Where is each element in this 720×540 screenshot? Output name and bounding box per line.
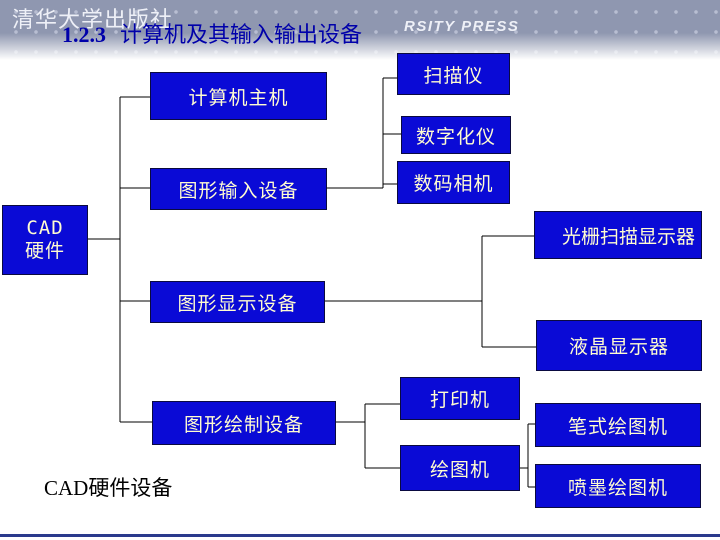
slide-title: 1.2.3 计算机及其输入输出设备 — [62, 17, 362, 49]
node-raster-scan-display: 光栅扫描显示器 — [534, 211, 702, 259]
connector-display-children — [325, 235, 536, 348]
connector-plotter-children — [520, 423, 535, 488]
section-title: 计算机及其输入输出设备 — [120, 22, 363, 47]
node-scanner: 扫描仪 — [397, 53, 510, 95]
diagram-caption: CAD硬件设备 — [44, 476, 173, 500]
header-band: 清华大学出版社 RSITY PRESS — [0, 0, 720, 60]
node-cad-hardware-line1: CAD — [26, 217, 64, 240]
node-graphic-plotting-devices: 图形绘制设备 — [152, 401, 336, 445]
publisher-english-text: RSITY PRESS — [404, 18, 520, 35]
node-printer: 打印机 — [400, 377, 520, 420]
node-graphic-input-devices: 图形输入设备 — [150, 168, 327, 210]
connector-root-spine — [88, 96, 152, 423]
node-inkjet-plotter: 喷墨绘图机 — [535, 464, 701, 508]
publisher-logo-text: 清华大学出版社 — [12, 8, 174, 33]
connector-plotting-children — [336, 403, 400, 469]
connector-input-children — [327, 77, 401, 189]
node-lcd-display: 液晶显示器 — [536, 320, 702, 371]
node-cad-hardware-line2: 硬件 — [24, 240, 65, 262]
header-fade — [0, 0, 720, 60]
section-number: 1.2.3 — [62, 22, 106, 47]
node-computer-host: 计算机主机 — [150, 72, 327, 120]
node-cad-hardware: CAD 硬件 — [2, 205, 88, 275]
node-plotter: 绘图机 — [400, 445, 520, 491]
footer-separator — [0, 534, 720, 537]
node-digital-camera: 数码相机 — [397, 161, 510, 204]
node-graphic-display-devices: 图形显示设备 — [150, 281, 325, 323]
node-digitizer: 数字化仪 — [401, 116, 511, 154]
node-pen-plotter: 笔式绘图机 — [535, 403, 701, 447]
